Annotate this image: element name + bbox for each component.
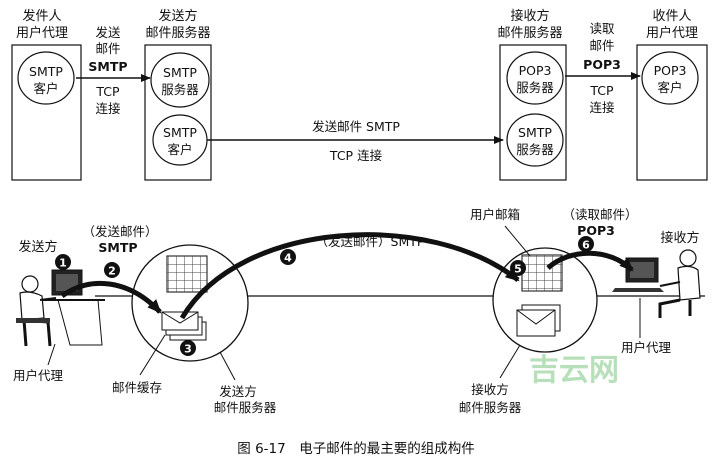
server-to-server-arrow: 发送邮件 SMTP TCP 连接 [207,119,504,163]
sender-agent-smtp-client-circle [17,51,75,105]
receiver-agent-title-1: 收件人 [652,9,691,24]
bottom-user-agent-left: 用户代理 [13,368,64,383]
arrow1-line2: 邮件 [95,41,120,56]
read-mail-proto: POP3 [577,223,615,238]
flow-arrow-mailbox-to-agent [546,250,634,272]
svg-text:3: 3 [184,343,192,356]
mail-cache-label: 邮件缓存 [112,380,162,395]
sender-server-c2-role: 客户 [167,142,192,157]
receiver-server-c2-role: 服务器 [516,142,554,157]
receiver-server-c1-role: 服务器 [516,80,554,95]
svg-text:1: 1 [59,257,67,270]
receiver-agent-pop3-client-circle [641,51,699,105]
svg-text:2: 2 [108,265,116,278]
mail-cache-pointer [139,334,166,376]
read-mail-arrow: 读取 邮件 POP3 TCP 连接 [565,21,641,115]
sender-agent-title-1: 发件人 [22,8,61,24]
arrow1-line3: SMTP [88,59,127,74]
sender-person-icon [16,269,105,347]
sender-server-label-1: 发送方 [219,384,257,399]
arrow2-line1: 读取 [589,21,615,36]
arrow2-line3: POP3 [583,57,621,72]
sender-server-smtp-client-circle [152,114,208,166]
arrow2-line5: 连接 [589,100,615,115]
step-badge-5: 5 [510,260,526,276]
sender-server-pointer [219,351,236,381]
receiver-server-smtp-server-circle [506,113,564,167]
receiver-server-pop3-server-circle [506,51,564,105]
sender-agent-title-2: 用户代理 [16,25,68,41]
sender-server-mailbox-grid [166,255,208,293]
receiver-agent-role: 客户 [657,80,682,95]
receiver-server-c2-proto: SMTP [518,125,552,140]
bottom-receiver-label: 接收方 [660,230,699,246]
arrow1-line5: 连接 [95,101,121,116]
svg-text:4: 4 [284,252,292,265]
step-badge-1: 1 [55,254,71,270]
svg-text:6: 6 [582,239,590,252]
read-mail-label: （读取邮件） [562,207,637,222]
receiver-server-label-2: 邮件服务器 [459,400,522,415]
receiver-server-subtitle: 邮件服务器 [497,25,562,41]
flow-arrow-server-to-server [179,232,520,320]
arrow2-line4: TCP [589,83,614,98]
receiver-agent-proto: POP3 [654,63,687,78]
sender-server-title: 发送方 [158,8,197,24]
sender-desk [57,299,103,346]
sender-server-label-2: 邮件服务器 [214,400,277,415]
receiver-server-c1-proto: POP3 [519,63,552,78]
receiver-server-node [492,247,598,353]
mail-cache-envelopes [161,311,207,341]
receiver-mail-server: 接收方 邮件服务器 POP3 服务器 SMTP 服务器 [497,8,567,181]
flow-arrow-agent-to-server [60,280,162,314]
arrow1-line1: 发送 [95,25,121,40]
sender-server-subtitle: 邮件服务器 [145,25,210,41]
bottom-sender-label: 发送方 [18,239,57,255]
middle-label-below: TCP 连接 [329,148,383,163]
receiver-server-title: 接收方 [510,8,549,24]
arrow2-line2: 邮件 [589,38,614,53]
middle-label-above: 发送邮件 SMTP [312,119,400,134]
user-agent-left-pointer [47,343,56,366]
step-badge-3: 3 [180,340,196,356]
receiver-server-pointer [499,344,521,379]
middle-flow-label: （发送邮件）SMTP [316,234,425,249]
sender-agent-proto: SMTP [29,64,63,79]
watermark: 吉云网 [529,353,619,388]
sender-server-smtp-server-circle [150,52,210,108]
receiver-agent-box [636,44,708,181]
receiver-user-agent: 收件人 用户代理 POP3 客户 [636,9,708,181]
sender-agent-role: 客户 [33,81,58,96]
arrow1-line4: TCP [95,84,120,99]
receiver-server-label-1: 接收方 [471,382,509,397]
step-badge-2: 2 [104,262,120,278]
receiver-server-box [499,44,567,181]
receiver-envelopes [516,304,561,337]
mailbox-label: 用户邮箱 [470,207,520,222]
sender-user-agent: 发件人 用户代理 SMTP 客户 [11,8,82,181]
mailbox-pointer [504,225,531,257]
send-mail-proto: SMTP [98,240,137,255]
sender-agent-box [11,44,82,181]
svg-text:5: 5 [514,263,522,276]
sender-server-c1-proto: SMTP [163,65,197,80]
bottom-user-agent-right: 用户代理 [621,340,672,355]
sender-server-c1-role: 服务器 [161,82,199,97]
step-badge-4: 4 [280,249,296,265]
receiver-person-icon [612,249,701,318]
sender-mail-server: 发送方 邮件服务器 SMTP 服务器 SMTP 客户 [144,8,212,181]
sender-server-c2-proto: SMTP [163,125,197,140]
figure-caption: 图 6-17 电子邮件的最主要的组成构件 [237,441,474,457]
sender-server-box [144,44,212,181]
step-badge-6: 6 [578,236,594,252]
receiver-agent-title-2: 用户代理 [646,25,698,41]
send-mail-arrow: 发送 邮件 SMTP TCP 连接 [76,25,151,116]
send-mail-label: （发送邮件） [82,224,157,239]
